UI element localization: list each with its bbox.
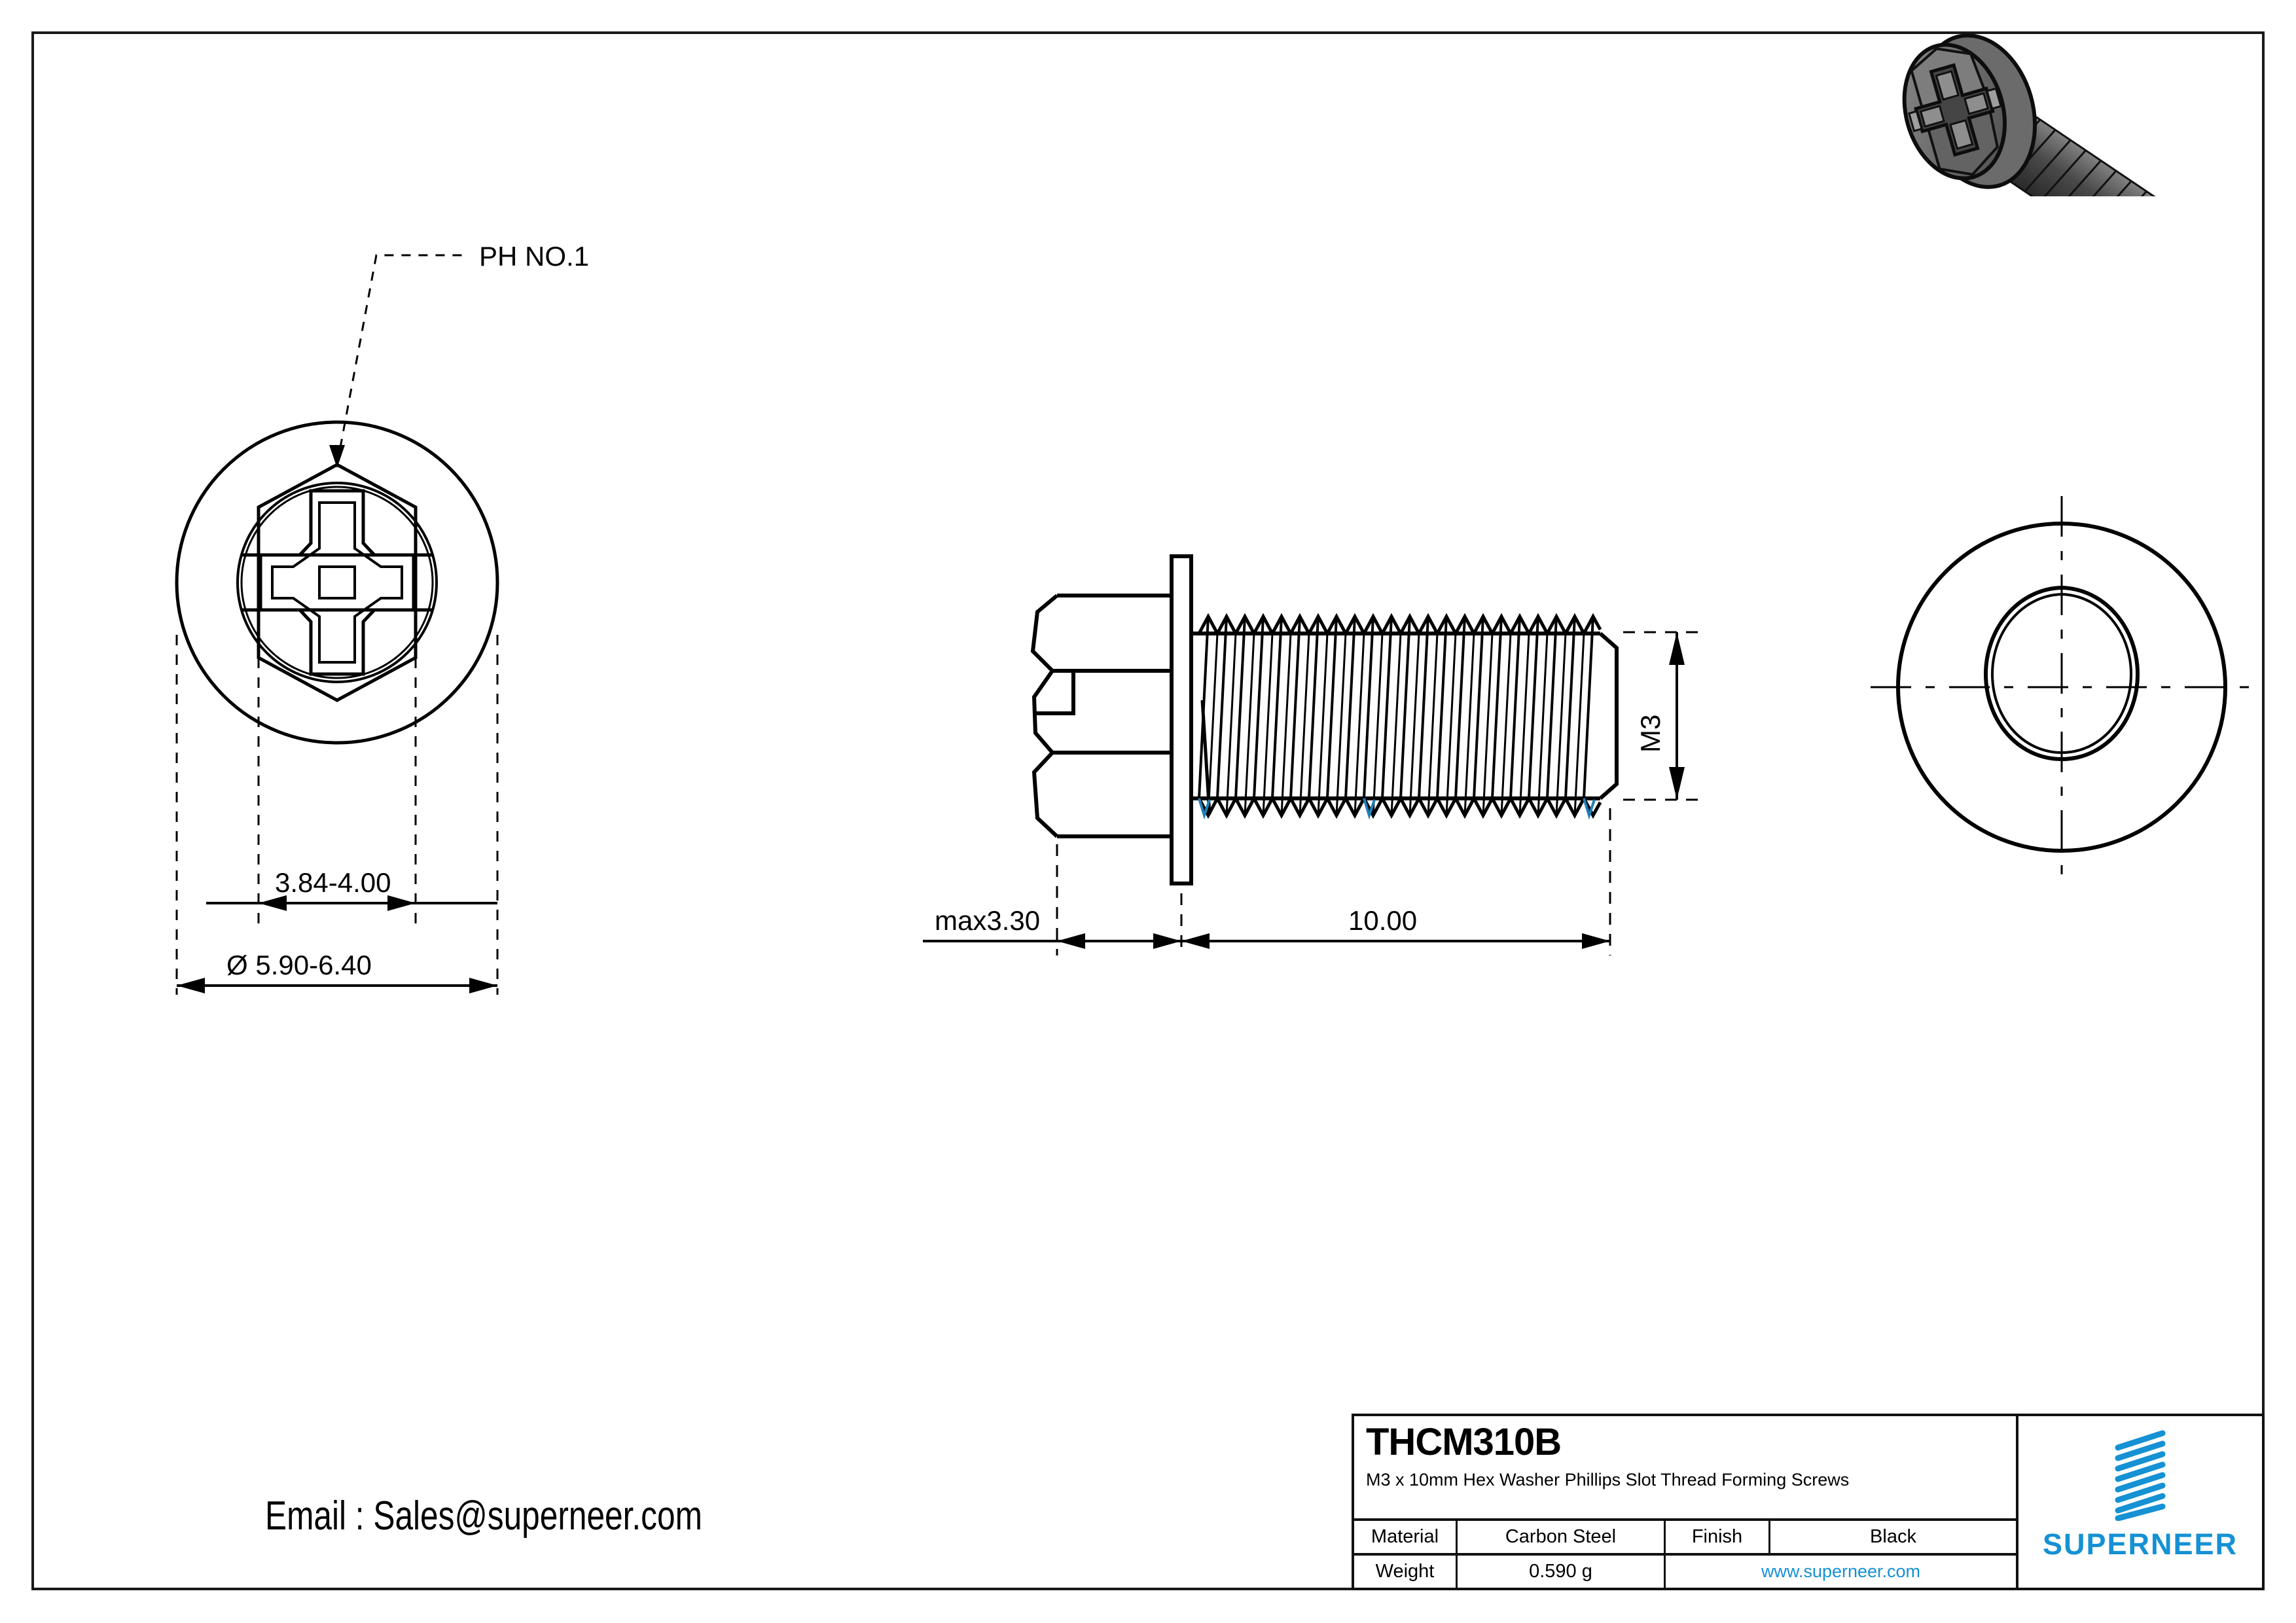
dim-across-flats-label: 3.84-4.00 — [275, 867, 391, 898]
thread-roots — [1207, 633, 1585, 816]
finish-label: Finish — [1666, 1521, 1770, 1553]
point-end-view — [1871, 496, 2253, 878]
hex-head-profile — [1030, 594, 1172, 838]
side-extension-lines — [1056, 808, 1611, 955]
title-block-left: THCM310B M3 x 10mm Hex Washer Phillips S… — [1354, 1416, 2018, 1588]
flange-profile — [1170, 554, 1193, 885]
drawing-border — [31, 31, 2265, 1590]
dim-head-diameter-label: Ø 5.90-6.40 — [226, 950, 372, 980]
superneer-logo-icon — [2115, 1430, 2166, 1521]
screw-3d-render — [1902, 33, 2163, 196]
brand-cell: SUPERNEER — [2018, 1416, 2262, 1588]
material-row: Material Carbon Steel Finish Black — [1354, 1521, 2016, 1556]
ph-leader-label: PH NO.1 — [479, 241, 589, 272]
dim-thread-length-label: 10.00 — [1348, 905, 1417, 936]
brand-wordmark: SUPERNEER — [2042, 1527, 2238, 1561]
thread-flanks — [1198, 616, 1594, 799]
material-value: Carbon Steel — [1458, 1521, 1666, 1553]
dim-head-height — [923, 933, 1181, 949]
ph-leader — [329, 254, 465, 468]
website-link[interactable]: www.superneer.com — [1761, 1561, 1921, 1581]
weight-label: Weight — [1354, 1556, 1458, 1588]
email-label: Email : Sales@superneer.com — [265, 1493, 702, 1539]
extension-lines — [175, 635, 499, 995]
finish-value: Black — [1870, 1526, 1916, 1547]
phillips-recess — [259, 489, 416, 676]
head-end-view: PH NO.1 3.84-4.00 Ø 5.90-6.40 — [175, 241, 589, 995]
material-label: Material — [1354, 1521, 1458, 1553]
title-block-heading: THCM310B M3 x 10mm Hex Washer Phillips S… — [1354, 1416, 2016, 1521]
dim-head-height-label: max3.30 — [935, 905, 1040, 936]
dim-thread-size-label: M3 — [1635, 715, 1666, 753]
side-elevation-view: M3 max3.30 10.00 — [923, 554, 1705, 955]
trilobe-outline — [1983, 585, 2140, 762]
part-code: THCM310B — [1366, 1421, 1562, 1463]
part-description: M3 x 10mm Hex Washer Phillips Slot Threa… — [1366, 1470, 1850, 1489]
weight-row: Weight 0.590 g www.superneer.com — [1354, 1556, 2016, 1588]
weight-value: 0.590 g — [1458, 1556, 1666, 1588]
dim-head-diameter — [177, 978, 497, 993]
centerlines — [1871, 496, 2253, 878]
thread-start-marks — [1198, 798, 1596, 820]
dim-thread-size — [1623, 631, 1705, 801]
dim-across-flats — [206, 895, 497, 911]
flange-circle — [1896, 522, 2227, 853]
dim-thread-length — [1181, 933, 1610, 949]
flange-outer-circle — [175, 420, 499, 745]
thread-shank — [1191, 632, 1619, 800]
title-block: THCM310B M3 x 10mm Hex Washer Phillips S… — [1352, 1414, 2265, 1590]
slot-band — [241, 553, 433, 612]
